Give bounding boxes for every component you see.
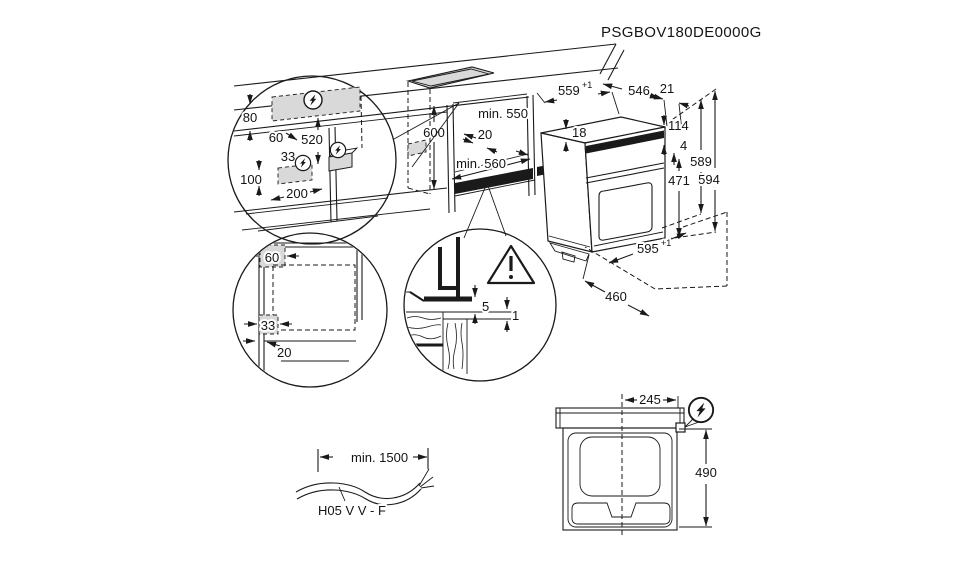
oven-front-face (584, 126, 666, 253)
dim-control-panel-height: 114 (668, 118, 689, 133)
dim-plinth-depth: 460 (605, 289, 627, 304)
dimension-zone-height: 80 (241, 94, 259, 141)
dimension-panel-door-gap: 4 (671, 136, 689, 165)
dimension-cable-entry-offset: 245 (624, 390, 679, 409)
oven-vent-strip (586, 130, 664, 154)
dim-top-view-depth: 490 (695, 465, 717, 480)
oven-top-view: 245 490 (555, 390, 719, 536)
dimension-depth-595: 595 +1 (608, 232, 687, 264)
power-cable: min. 1500 H05 V V - F (295, 448, 435, 520)
dimension-door-height: 471 (666, 158, 692, 238)
callout-wedges (393, 102, 507, 239)
dim-top-thickness: 18 (572, 125, 586, 140)
dim-side-top-zone: 60 (265, 250, 279, 265)
dimension-front-offset: 60 (267, 128, 298, 147)
dim-zone-height: 80 (243, 110, 257, 125)
oven-foot (549, 242, 590, 262)
hob-connection-box (407, 139, 427, 157)
dim-door-overhang: 21 (660, 81, 674, 96)
oven-projection-outline (272, 264, 356, 331)
dimension-niche-depth: min. 560 (451, 154, 531, 180)
dim-niche-width-559-tol: +1 (582, 80, 592, 90)
dimension-drop-height: 520 (299, 117, 325, 165)
dim-height-recessed: 589 (690, 154, 712, 169)
dim-drop-height: 520 (301, 132, 323, 147)
dim-niche-width-559: 559 (558, 83, 580, 98)
dim-side-zone-height: 100 (240, 172, 262, 187)
dimension-top-view-depth: 490 (679, 428, 719, 528)
detail-circle-door-clearance: 5 1 (403, 228, 557, 382)
cable-entry-box (675, 422, 686, 433)
dim-height-total: 594 (698, 172, 720, 187)
rear-block-outline (571, 502, 671, 525)
dimension-height-total: 594 (696, 90, 722, 232)
dim-depth-595: 595 (637, 241, 659, 256)
dim-niche-depth: min. 560 (456, 156, 506, 171)
niche-dark-strip (455, 168, 533, 194)
dim-door-height: 471 (668, 173, 690, 188)
cable-curve (295, 482, 421, 499)
inner-outline (567, 432, 673, 528)
dimension-control-panel-height: 114 (661, 115, 691, 155)
lightning-bolt-icon (303, 90, 323, 110)
dim-front-offset: 60 (269, 130, 283, 145)
dim-cable-length: min. 1500 (351, 450, 408, 465)
dim-side-bottom-zone: 33 (261, 318, 275, 333)
dim-panel-door-gap: 4 (680, 138, 687, 153)
dimension-side-zone-width: 200 (270, 184, 323, 203)
break-line (607, 49, 625, 81)
break-line (599, 43, 617, 75)
detail-circle-electrical-connection: 80 60 520 33 100 200 (227, 75, 397, 245)
dimension-side-offset: 33 (279, 147, 307, 166)
dim-frame-gap: 5 (482, 299, 489, 314)
dim-door-gap: 1 (512, 308, 519, 323)
dim-niche-width: min. 550 (478, 106, 528, 121)
product-code: PSGBOV180DE0000G (601, 24, 762, 41)
front-frame-band (555, 407, 685, 429)
lightning-bolt-icon (329, 141, 347, 159)
dimension-niche-setback: 20 (462, 125, 498, 155)
dim-front-width: 546 (628, 83, 650, 98)
dimension-height-recessed: 589 (688, 99, 714, 214)
dim-depth-595-tol: +1 (661, 238, 671, 248)
side-zone-bottom (258, 314, 279, 335)
dimension-side-zone-height: 100 (238, 160, 264, 196)
dim-cable-entry-offset: 245 (639, 392, 661, 407)
dimension-door-overhang: 21 (651, 79, 690, 132)
dim-side-zone-width: 200 (286, 186, 308, 201)
dimension-plinth-depth: 460 (584, 280, 650, 317)
lightning-bolt-icon (687, 396, 715, 424)
detail-circle-cabinet-side-view: 60 33 20 (232, 232, 388, 388)
oven-door-window (598, 182, 653, 241)
dim-niche-setback: 20 (478, 127, 492, 142)
dim-side-offset: 33 (281, 149, 295, 164)
oven-body-outline (562, 427, 678, 531)
dimension-front-width: 546 (602, 81, 660, 100)
cable-type-label: H05 V V - F (318, 503, 386, 518)
cavity-outline (579, 436, 661, 497)
built-in-oven (540, 116, 666, 263)
dimension-niche-width: min. 550 (463, 104, 530, 156)
dim-side-clearance: 20 (277, 345, 291, 360)
warning-triangle-icon (486, 244, 536, 285)
oven-foot (561, 251, 576, 263)
dimension-top-thickness: 18 (563, 119, 588, 152)
cable-curve (296, 488, 422, 506)
dimension-niche-width-559: 559 +1 (536, 78, 620, 115)
lightning-bolt-icon (294, 154, 312, 172)
